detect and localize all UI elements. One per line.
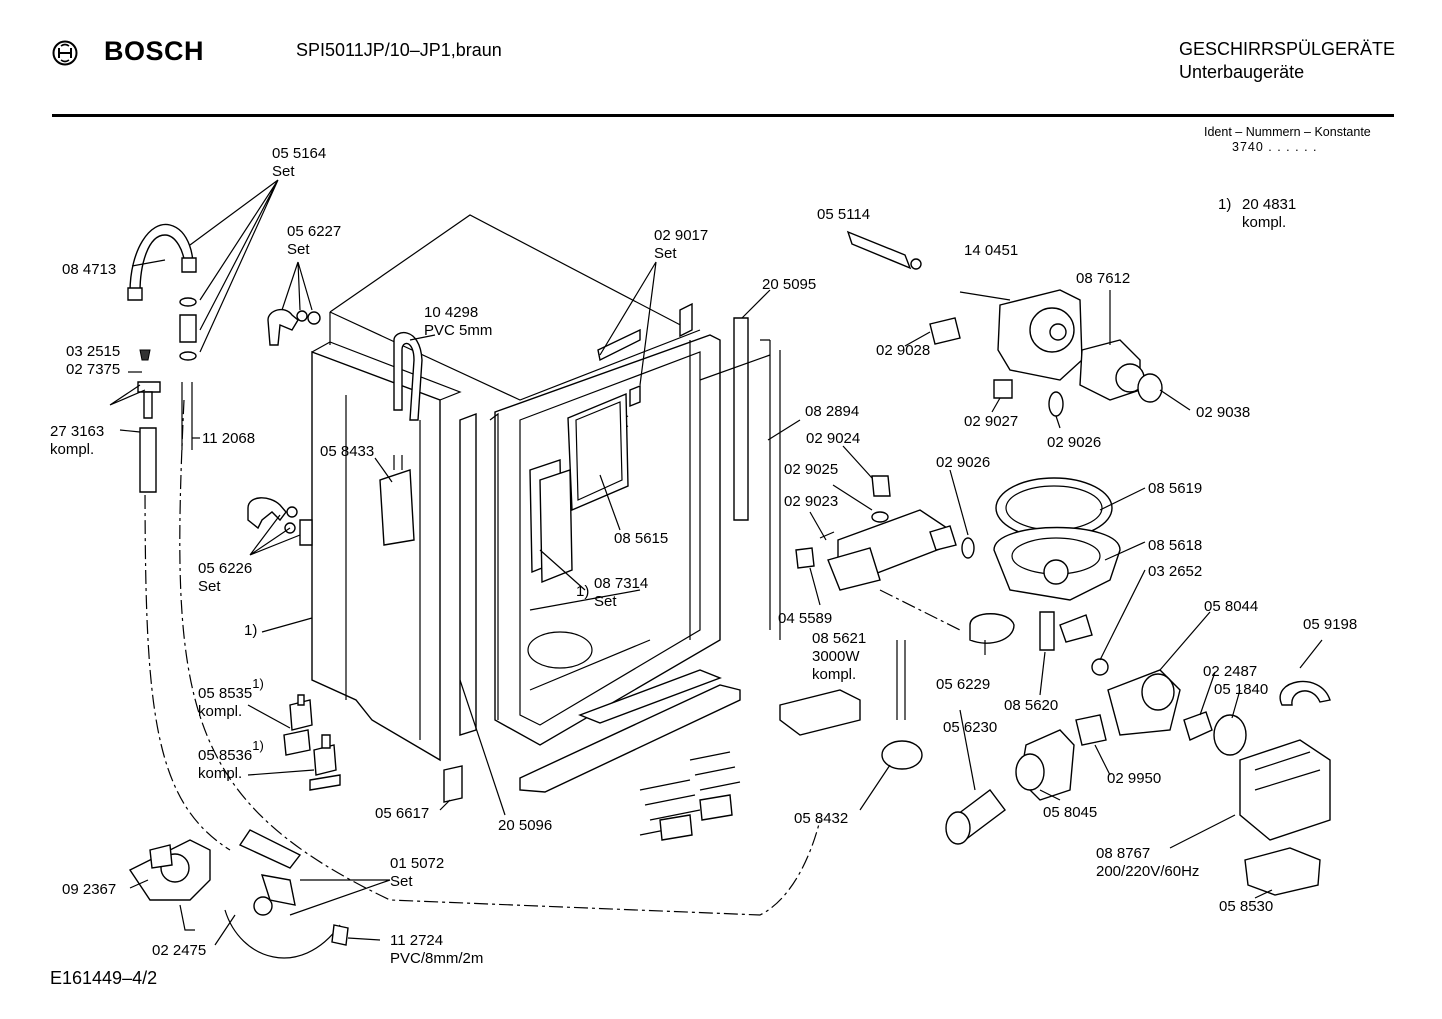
part-label-032652: 03 2652 xyxy=(1148,563,1202,580)
part-label-029025: 02 9025 xyxy=(784,461,838,478)
part-label-051840: 05 1840 xyxy=(1214,681,1268,698)
part-label-084713: 08 4713 xyxy=(62,261,116,278)
part-label-045589: 04 5589 xyxy=(778,610,832,627)
brand-name: BOSCH xyxy=(104,36,205,66)
part-label-058530: 05 8530 xyxy=(1219,898,1273,915)
part-label-029038: 02 9038 xyxy=(1196,404,1250,421)
part-label-029024: 02 9024 xyxy=(806,430,860,447)
part-label-092367: 09 2367 xyxy=(62,881,116,898)
bosch-armature-icon xyxy=(52,40,78,66)
dishwasher-cabinet-drawing xyxy=(144,214,961,916)
part-label-056617: 05 6617 xyxy=(375,805,429,822)
part-label-029023: 02 9023 xyxy=(784,493,838,510)
part-label-056229: 05 6229 xyxy=(936,676,990,693)
category-title: GESCHIRRSPÜLGERÄTE xyxy=(1179,39,1396,59)
part-label-058044: 05 8044 xyxy=(1204,598,1258,615)
part-label-058432: 05 8432 xyxy=(794,810,848,827)
pump-heater-parts-drawing xyxy=(639,230,1331,896)
part-label-058536: 05 85361)kompl. xyxy=(198,738,264,782)
part-label-029028: 02 9028 xyxy=(876,342,930,359)
part-label-085615: 08 5615 xyxy=(614,530,668,547)
part-label-056230: 05 6230 xyxy=(943,719,997,736)
part-label-087612: 08 7612 xyxy=(1076,270,1130,287)
document-code: E161449–4/2 xyxy=(50,968,158,988)
part-label-085620: 08 5620 xyxy=(1004,697,1058,714)
part-label-085618: 08 5618 xyxy=(1148,537,1202,554)
part-label-029950: 02 9950 xyxy=(1107,770,1161,787)
part-label-029026-a: 02 9026 xyxy=(1047,434,1101,451)
part-label-022487: 02 2487 xyxy=(1203,663,1257,680)
part-label-205095: 20 5095 xyxy=(762,276,816,293)
part-label-205096: 20 5096 xyxy=(498,817,552,834)
part-label-footnote-1b: 1) xyxy=(576,583,589,600)
part-label-055114: 05 5114 xyxy=(817,206,870,223)
part-label-022475: 02 2475 xyxy=(152,942,206,959)
ident-label: Ident – Nummern – Konstante xyxy=(1204,125,1371,139)
part-label-059198: 05 9198 xyxy=(1303,616,1357,633)
part-label-058045: 05 8045 xyxy=(1043,804,1097,821)
category-subtitle: Unterbaugeräte xyxy=(1179,62,1305,82)
model-number: SPI5011JP/10–JP1,braun xyxy=(296,40,502,60)
hose-parts-drawing xyxy=(127,223,463,959)
part-label-082894: 08 2894 xyxy=(805,403,859,420)
ident-value: 3740 . . . . . . xyxy=(1232,140,1318,154)
part-label-085619: 08 5619 xyxy=(1148,480,1202,497)
leader-lines xyxy=(109,179,1323,946)
part-label-029026-b: 02 9026 xyxy=(936,454,990,471)
part-label-032515: 03 2515 xyxy=(66,343,120,360)
part-label-027375: 02 7375 xyxy=(66,361,120,378)
part-label-footnote-1a: 1) xyxy=(244,622,257,639)
part-label-112068: 11 2068 xyxy=(202,430,255,447)
header-divider xyxy=(52,114,1394,117)
part-label-058433: 05 8433 xyxy=(320,443,374,460)
part-label-058535: 05 85351)kompl. xyxy=(198,676,264,720)
part-label-140451: 14 0451 xyxy=(964,242,1018,259)
part-label-029027: 02 9027 xyxy=(964,413,1018,430)
